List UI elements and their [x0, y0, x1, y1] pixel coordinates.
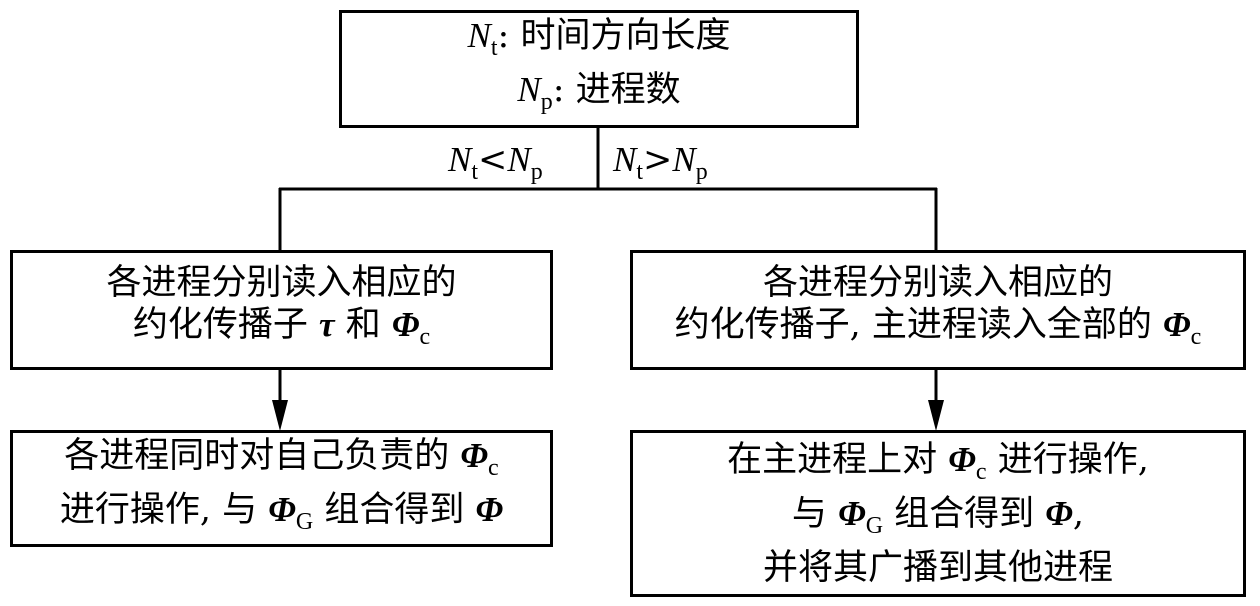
phi-c-subscript: c	[419, 324, 431, 350]
right-step1-line-2: 约化传播子, 主进程读入全部的 Φc	[675, 304, 1202, 358]
left-arrow-head	[272, 400, 288, 431]
phi-g-symbol: Φ	[838, 493, 866, 533]
left-step2-combine: 组合得到	[313, 489, 476, 530]
phi-c-symbol: Φ	[948, 439, 976, 479]
right-arrow-head	[928, 400, 944, 431]
right-step2-line-3: 并将其广播到其他进程	[762, 547, 1113, 588]
right-step1-line-1: 各进程分别读入相应的	[762, 263, 1113, 303]
right-step2-line-2: 与 ΦG 组合得到 Φ,	[792, 493, 1084, 547]
nt-symbol: N	[467, 16, 491, 55]
top-box-line-1: Nt: 时间方向长度	[468, 15, 731, 69]
cond-right-a-sub: t	[636, 159, 644, 185]
cond-right-op: >	[643, 140, 673, 180]
left-step1-line-1: 各进程分别读入相应的	[106, 263, 457, 303]
phi-g-subscript: G	[295, 508, 314, 535]
np-symbol: N	[517, 70, 541, 109]
phi-g-subscript: G	[865, 512, 884, 539]
right-step2-box: 在主进程上对 Φc 进行操作, 与 ΦG 组合得到 Φ, 并将其广播到其他进程	[630, 430, 1246, 597]
condition-left: Nt<Np	[448, 140, 543, 192]
phi-c-subscript: c	[1190, 324, 1202, 350]
right-step2-combine: 组合得到	[883, 493, 1046, 534]
phi-c-subscript: c	[488, 454, 499, 481]
phi-c-symbol: Φ	[1163, 305, 1191, 344]
left-step1-box: 各进程分别读入相应的 约化传播子 τ 和 Φc	[10, 250, 553, 370]
condition-right: Nt>Np	[613, 140, 708, 192]
left-step2-text-2: 进行操作, 与	[59, 489, 269, 530]
cond-left-b: N	[507, 140, 531, 179]
cond-left-op: <	[478, 140, 508, 180]
left-step2-line-1: 各进程同时对自己负责的 Φc	[64, 435, 498, 489]
tau-symbol: τ	[319, 305, 335, 344]
right-step1-box: 各进程分别读入相应的 约化传播子, 主进程读入全部的 Φc	[630, 250, 1246, 370]
phi-c-symbol: Φ	[391, 305, 420, 344]
top-box: Nt: 时间方向长度 Np: 进程数	[339, 10, 859, 128]
right-step2-comma: ,	[1072, 493, 1085, 534]
left-step1-text: 约化传播子	[132, 305, 320, 345]
phi-c-symbol: Φ	[460, 435, 489, 475]
left-step1-and: 和	[334, 305, 392, 345]
top-box-line-2: Np: 进程数	[517, 69, 680, 123]
phi-symbol: Φ	[475, 489, 504, 529]
phi-symbol: Φ	[1045, 493, 1073, 533]
cond-left-a: N	[448, 140, 472, 179]
cond-right-b-sub: p	[695, 159, 708, 185]
cond-left-b-sub: p	[530, 159, 543, 185]
left-step2-box: 各进程同时对自己负责的 Φc 进行操作, 与 ΦG 组合得到 Φ	[10, 430, 553, 547]
right-step1-text: 约化传播子, 主进程读入全部的	[674, 305, 1164, 345]
phi-g-symbol: Φ	[268, 489, 296, 529]
nt-subscript: t	[490, 35, 498, 61]
left-step2-line-2: 进行操作, 与 ΦG 组合得到 Φ	[60, 489, 503, 543]
cond-right-b: N	[672, 140, 696, 179]
cond-right-a: N	[613, 140, 637, 179]
np-description: : 进程数	[552, 70, 681, 110]
right-step2-text-2: 与	[791, 493, 839, 534]
left-step1-line-2: 约化传播子 τ 和 Φc	[133, 304, 430, 358]
np-subscript: p	[540, 89, 553, 115]
nt-description: : 时间方向长度	[497, 16, 731, 56]
cond-left-a-sub: t	[471, 159, 479, 185]
left-step2-text-1: 各进程同时对自己负责的	[64, 435, 461, 476]
right-step2-line-1: 在主进程上对 Φc 进行操作,	[727, 439, 1149, 493]
phi-c-subscript: c	[975, 458, 987, 485]
right-step2-operate: 进行操作,	[986, 439, 1149, 480]
right-step2-text-1: 在主进程上对	[727, 439, 949, 480]
